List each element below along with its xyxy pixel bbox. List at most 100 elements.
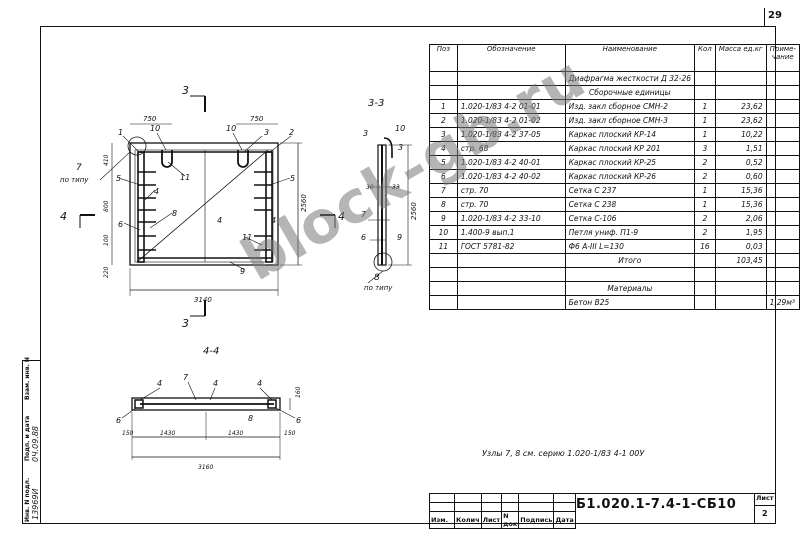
spec-cell-pos: 8 bbox=[429, 197, 458, 212]
spec-cell-name: Сетка С-106 bbox=[564, 211, 696, 226]
plan-dim-1430-right: 1430 bbox=[228, 430, 243, 437]
spec-cell-mass: 10,22 bbox=[714, 127, 767, 142]
pos-label-11b: 11 bbox=[242, 233, 252, 242]
pos-label-4b: 4 bbox=[217, 216, 222, 225]
plan-dim-1430-left: 1430 bbox=[160, 430, 175, 437]
label-7-po-tipu: по типу bbox=[60, 176, 89, 184]
document-code: Б1.020.1-7.4-1-СБ10 bbox=[576, 497, 737, 512]
spec-cell-designation bbox=[456, 253, 566, 268]
pos-label-10b: 10 bbox=[226, 124, 236, 133]
lifting-loop-left bbox=[161, 150, 173, 168]
tb-col-izm: Изм. bbox=[429, 511, 455, 529]
side-binding-strip bbox=[22, 360, 40, 524]
tb-col-kol: Колич bbox=[454, 511, 482, 529]
tb-col-sign: Подпись bbox=[518, 511, 555, 529]
spec-cell-designation: 1.020-1/83 4-2 33-10 bbox=[456, 211, 566, 226]
pos-label-5b: 5 bbox=[290, 174, 295, 183]
spec-header-name: Наименование bbox=[564, 44, 696, 72]
spec-cell-qty: 1 bbox=[694, 99, 716, 114]
pos-label-5a: 5 bbox=[116, 174, 121, 183]
spec-header-row: Поз Обозначение Наименование Кол Масса е… bbox=[429, 44, 800, 72]
pos-label-4c: 4 bbox=[271, 216, 276, 225]
dim-750-right: 750 bbox=[250, 115, 264, 123]
dim-750-left: 750 bbox=[143, 115, 157, 123]
plan-label-4b: 4 bbox=[213, 379, 218, 388]
plan-label-4c: 4 bbox=[257, 379, 262, 388]
spec-cell-note bbox=[765, 225, 800, 240]
spec-cell-note bbox=[765, 99, 800, 114]
nodes-note: Узлы 7, 8 см. серию 1.020-1/83 4-1 00У bbox=[482, 449, 645, 458]
side-dim-33: 33 bbox=[392, 184, 400, 191]
spec-cell-mass: 103,45 bbox=[714, 253, 767, 268]
spec-cell-qty: 16 bbox=[694, 239, 716, 254]
spec-cell-mass: 15,36 bbox=[714, 197, 767, 212]
tb-col-list: Лист bbox=[480, 511, 503, 529]
pos-label-1: 1 bbox=[118, 128, 123, 137]
spec-cell-pos bbox=[429, 281, 458, 296]
dim-100: 100 bbox=[103, 234, 110, 246]
spec-cell-mass: 0,52 bbox=[714, 155, 767, 170]
anchor-bars-right bbox=[254, 171, 272, 251]
pos-label-8: 8 bbox=[172, 209, 177, 218]
spec-cell-note bbox=[765, 197, 800, 212]
spec-cell-note bbox=[765, 253, 800, 268]
spec-cell-mass: 1,51 bbox=[714, 141, 767, 156]
section-33-title: 3-3 bbox=[368, 98, 384, 109]
sec33-label-10: 10 bbox=[395, 124, 405, 133]
spec-cell-qty bbox=[694, 281, 716, 296]
spec-cell-qty: 2 bbox=[694, 211, 716, 226]
plan-label-7: 7 bbox=[183, 373, 189, 382]
leader-lines bbox=[118, 132, 292, 271]
spec-cell-pos bbox=[429, 71, 458, 86]
spec-cell-name: Изд. закл сборное СМН-3 bbox=[564, 113, 696, 128]
sec33-label-9: 9 bbox=[397, 233, 402, 242]
spec-cell-qty: 1 bbox=[694, 127, 716, 142]
spec-cell-qty bbox=[694, 295, 716, 310]
spec-cell-designation: ГОСТ 5781-82 bbox=[456, 239, 566, 254]
spec-cell-qty: 2 bbox=[694, 169, 716, 184]
spec-row: Диафрагма жесткости Д 32-26 bbox=[429, 71, 800, 86]
dim-3140: 3140 bbox=[194, 296, 212, 304]
spec-cell-pos: 9 bbox=[429, 211, 458, 226]
plan-dim-total: 3160 bbox=[198, 464, 213, 471]
left-frame bbox=[137, 151, 145, 263]
tb-col-date: Дата bbox=[553, 511, 576, 529]
sheet-box bbox=[754, 493, 777, 524]
spec-cell-name bbox=[564, 267, 696, 282]
label-7: 7 bbox=[76, 163, 82, 173]
sec33-label-7: 7 bbox=[361, 210, 367, 219]
section-44-title: 4-4 bbox=[203, 346, 219, 357]
spec-cell-designation: стр. 70 bbox=[456, 183, 566, 198]
sec33-label-3: 3 bbox=[363, 129, 368, 138]
spec-row: Материалы bbox=[429, 281, 800, 296]
lifting-loop-right bbox=[237, 150, 249, 168]
spec-cell-pos: 10 bbox=[429, 225, 458, 240]
spec-cell-note bbox=[765, 267, 800, 282]
plan-44-frame-left bbox=[134, 399, 144, 409]
pos-label-4a: 4 bbox=[154, 187, 159, 196]
title-block-table: Изм. Колич Лист N док Подпись Дата bbox=[429, 493, 576, 529]
spec-cell-qty: 1 bbox=[694, 183, 716, 198]
panel-outline bbox=[129, 142, 279, 266]
spec-cell-mass bbox=[714, 281, 767, 296]
spec-cell-mass: 0,60 bbox=[714, 169, 767, 184]
spec-row: Сборочные единицы bbox=[429, 85, 800, 100]
spec-cell-name: Сетка С 238 bbox=[564, 197, 696, 212]
dim-410: 410 bbox=[103, 154, 110, 166]
side-dim-2560: 2560 bbox=[410, 202, 418, 220]
spec-cell-mass bbox=[714, 295, 767, 310]
spec-cell-note: 1,29м³ bbox=[765, 295, 800, 310]
plan-label-8: 8 bbox=[248, 414, 253, 423]
dim-220: 220 bbox=[103, 266, 110, 278]
spec-cell-name: Итого bbox=[564, 253, 696, 268]
spec-cell-note bbox=[765, 71, 800, 86]
label-8: 8 bbox=[374, 273, 380, 283]
cut-3-label-bottom: 3 bbox=[182, 317, 189, 330]
spec-cell-mass: 0,03 bbox=[714, 239, 767, 254]
spec-header-note: Приме-чание bbox=[765, 44, 800, 72]
spec-cell-note bbox=[765, 211, 800, 226]
spec-cell-name: Сетка С 237 bbox=[564, 183, 696, 198]
